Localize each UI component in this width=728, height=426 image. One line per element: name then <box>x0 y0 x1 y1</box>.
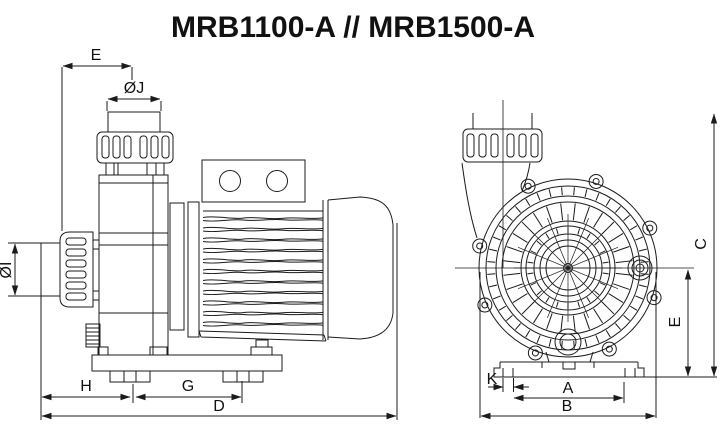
terminal-box <box>201 159 306 203</box>
dim-label-e-front: E <box>667 317 684 328</box>
dim-label-h: H <box>80 378 92 395</box>
dim-label-a: A <box>563 380 574 397</box>
motor <box>169 196 398 420</box>
dim-label-k: K <box>487 371 498 388</box>
drain-plug <box>85 323 101 348</box>
pump-face <box>455 173 694 361</box>
dim-label-c: C <box>693 238 710 250</box>
side-base <box>91 346 283 383</box>
fan-guard-middle-ribs <box>503 203 633 333</box>
dim-oi <box>8 242 60 297</box>
front-view: C E K A B <box>455 100 718 420</box>
drawing-title: MRB1100-A // MRB1500-A <box>171 11 535 44</box>
dim-label-oj: ØJ <box>124 80 144 97</box>
dim-label-g: G <box>182 378 194 395</box>
front-discharge-port <box>461 100 543 268</box>
side-view: E ØJ <box>0 47 398 420</box>
bolt-lugs <box>472 173 662 361</box>
dim-label-d: D <box>213 398 225 415</box>
discharge-port <box>96 111 174 176</box>
dims-side-bottom <box>40 243 397 420</box>
dims-front <box>479 113 718 420</box>
fan-guard-outer-ribs <box>487 187 649 349</box>
dim-label-e-side: E <box>91 47 102 64</box>
dim-oj <box>106 95 162 111</box>
pump-body <box>98 174 169 356</box>
dim-label-oi: ØI <box>0 262 15 279</box>
front-base <box>493 351 717 378</box>
dim-label-b: B <box>562 398 573 415</box>
suction-port <box>59 231 100 308</box>
bottom-boss <box>554 328 582 356</box>
dim-e-side <box>61 62 133 231</box>
fan-guard-inner-ribs <box>527 226 609 310</box>
motor-cooling-fins <box>202 216 324 327</box>
